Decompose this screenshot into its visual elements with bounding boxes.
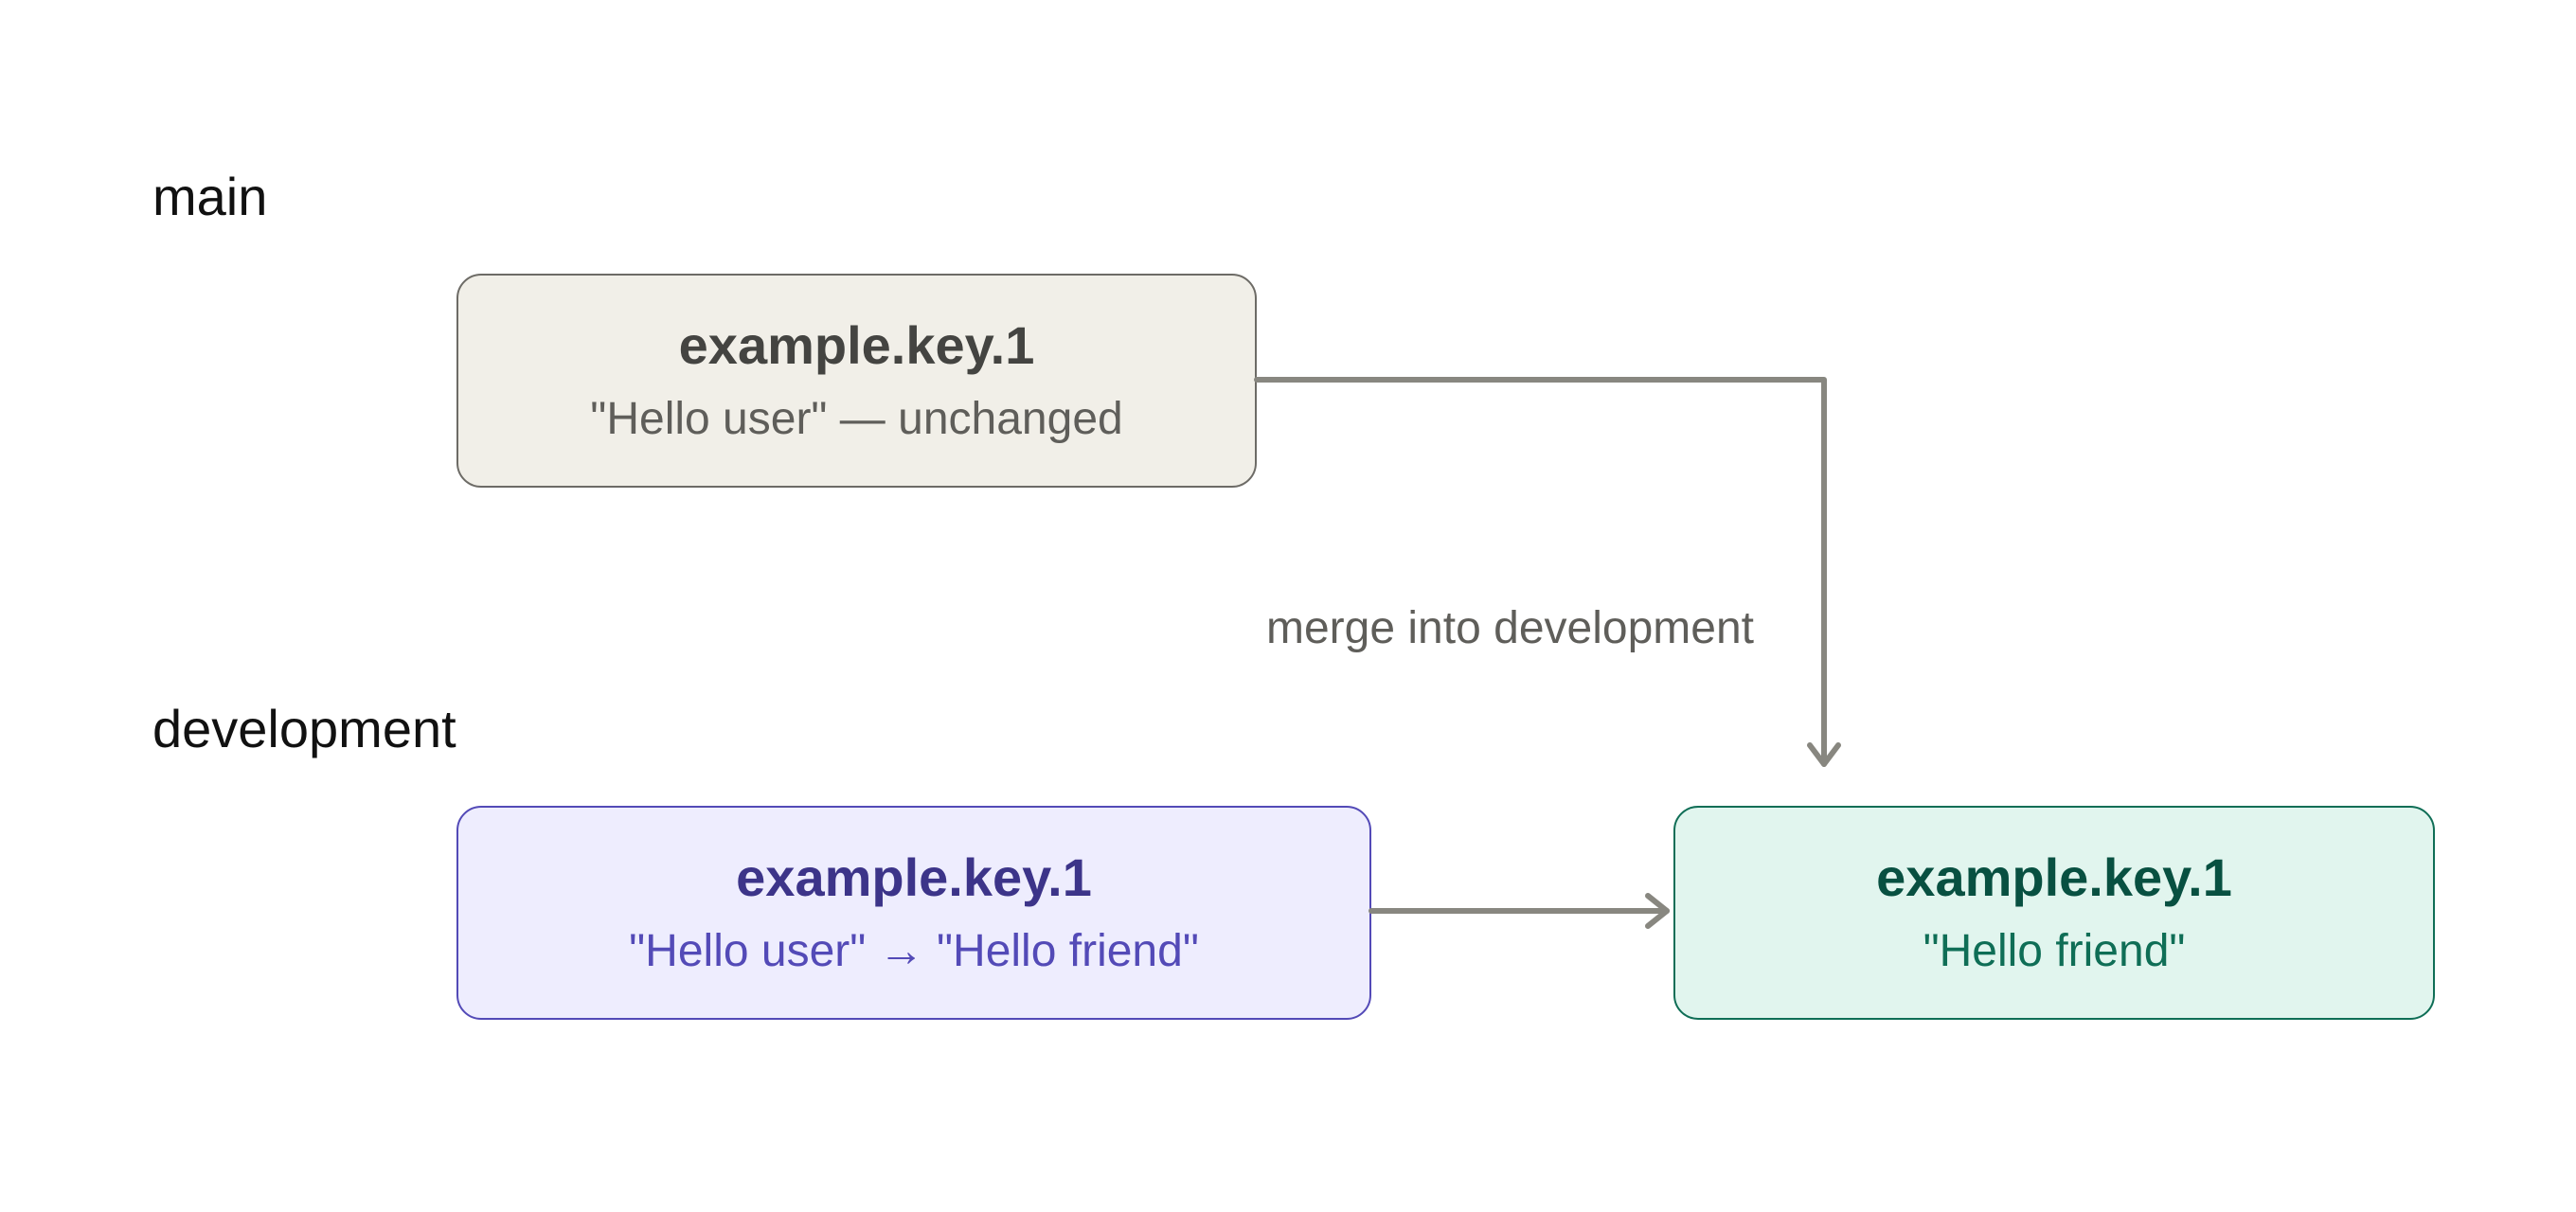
development-key-title: example.key.1	[736, 847, 1092, 907]
merged-key-value: "Hello friend"	[1923, 926, 2186, 976]
development-key-change: "Hello user" → "Hello friend"	[629, 926, 1199, 976]
merge-connector-line	[1254, 377, 1827, 767]
main-key-value: "Hello user" — unchanged	[590, 394, 1123, 444]
change-arrowhead-icon	[1645, 893, 1670, 929]
lane-label-main: main	[152, 167, 268, 226]
lane-label-development: development	[152, 699, 456, 758]
main-key-title: example.key.1	[678, 315, 1035, 375]
merged-key-node: example.key.1 "Hello friend"	[1673, 806, 2435, 1020]
merge-arrowhead-icon	[1807, 742, 1841, 767]
merged-key-title: example.key.1	[1876, 847, 2232, 907]
main-key-node: example.key.1 "Hello user" — unchanged	[456, 274, 1257, 488]
development-key-node: example.key.1 "Hello user" → "Hello frie…	[456, 806, 1371, 1020]
merge-edge-label: merge into development	[1266, 603, 1754, 653]
